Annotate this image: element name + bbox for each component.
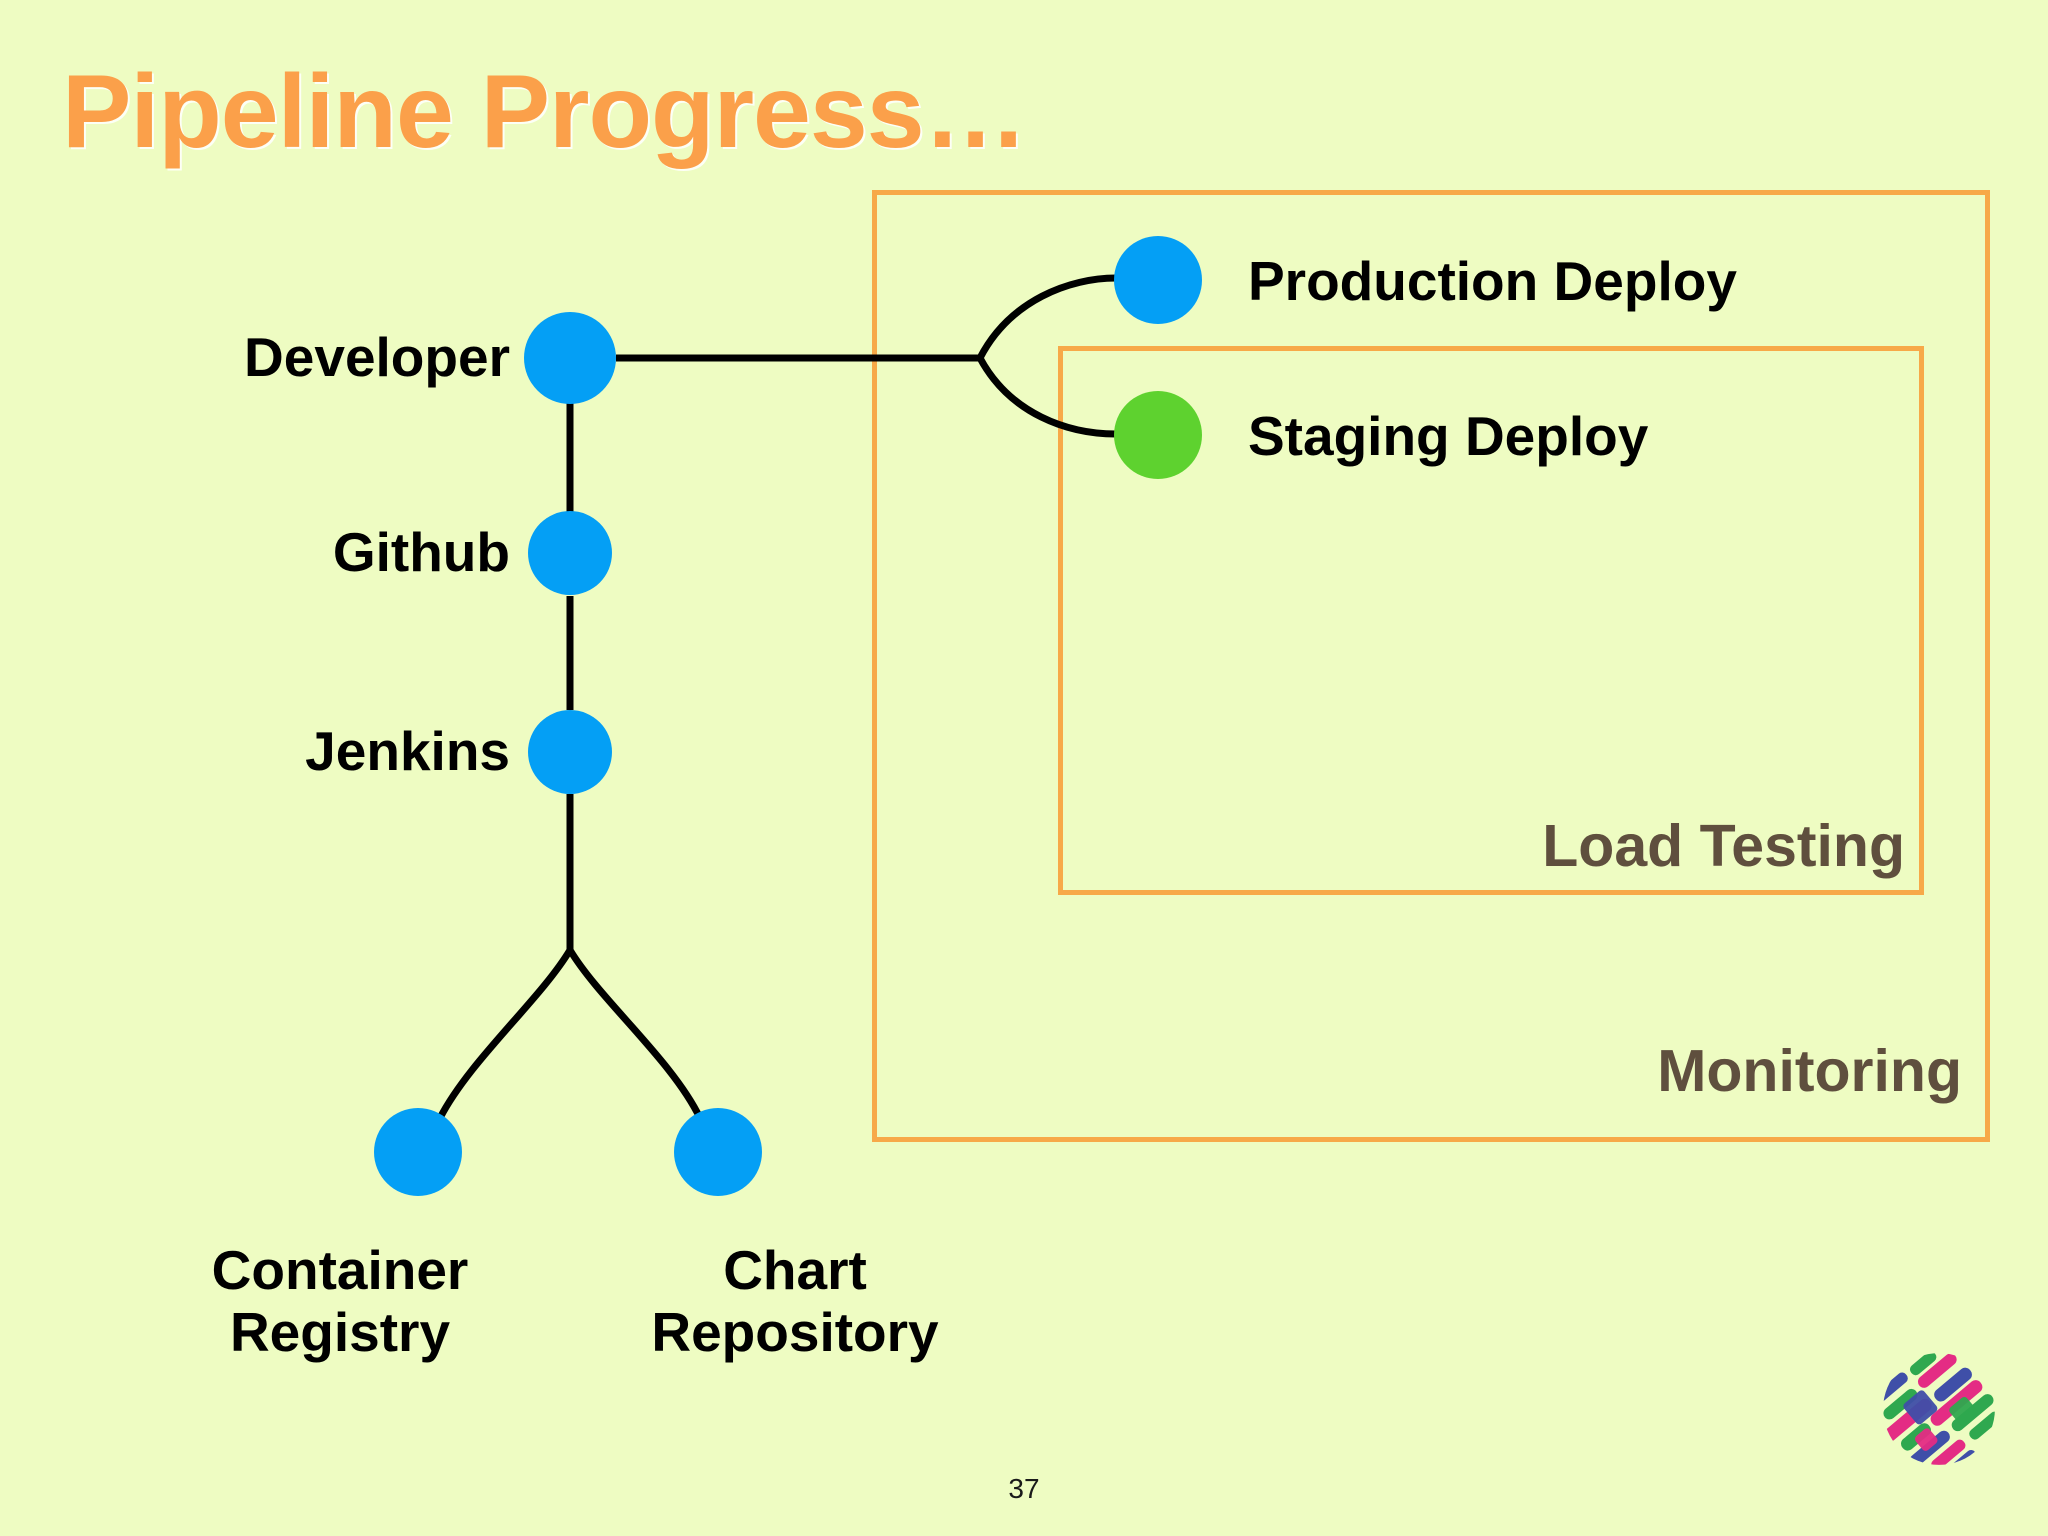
node-jenkins[interactable]	[528, 710, 612, 794]
node-github[interactable]	[528, 511, 612, 595]
node-label-staging-deploy: Staging Deploy	[1248, 405, 1649, 468]
node-label-chart-repository-line2: Repository	[651, 1300, 939, 1363]
node-chart-repository[interactable]	[674, 1108, 762, 1196]
node-label-production-deploy: Production Deploy	[1248, 250, 1737, 313]
node-label-developer: Developer	[244, 326, 510, 389]
monitoring-zone-frame	[872, 190, 1990, 1142]
node-label-container-registry: Container Registry	[211, 1239, 469, 1363]
zone-label-monitoring: Monitoring	[1657, 1038, 1962, 1104]
load-testing-zone-frame	[1058, 346, 1924, 895]
page-title: Pipeline Progress…	[62, 54, 1028, 170]
edge-fork-chart-repository	[566, 948, 704, 1120]
node-production-deploy[interactable]	[1114, 236, 1202, 324]
node-container-registry[interactable]	[374, 1108, 462, 1196]
node-label-container-registry-line2: Registry	[229, 1300, 451, 1363]
node-label-chart-repository-line1: Chart	[723, 1239, 867, 1301]
node-label-github: Github	[332, 521, 510, 584]
node-label-container-registry-line1: Container	[211, 1239, 469, 1301]
node-staging-deploy[interactable]	[1114, 391, 1202, 479]
node-label-chart-repository: Chart Repository	[651, 1239, 939, 1363]
edge-fork-container-registry	[436, 948, 574, 1120]
node-developer[interactable]	[524, 312, 616, 404]
node-label-jenkins: Jenkins	[305, 720, 510, 783]
zone-label-load-testing: Load Testing	[1542, 813, 1905, 879]
brand-logo-icon	[1883, 1353, 1995, 1465]
page-number: 37	[1008, 1473, 1040, 1504]
